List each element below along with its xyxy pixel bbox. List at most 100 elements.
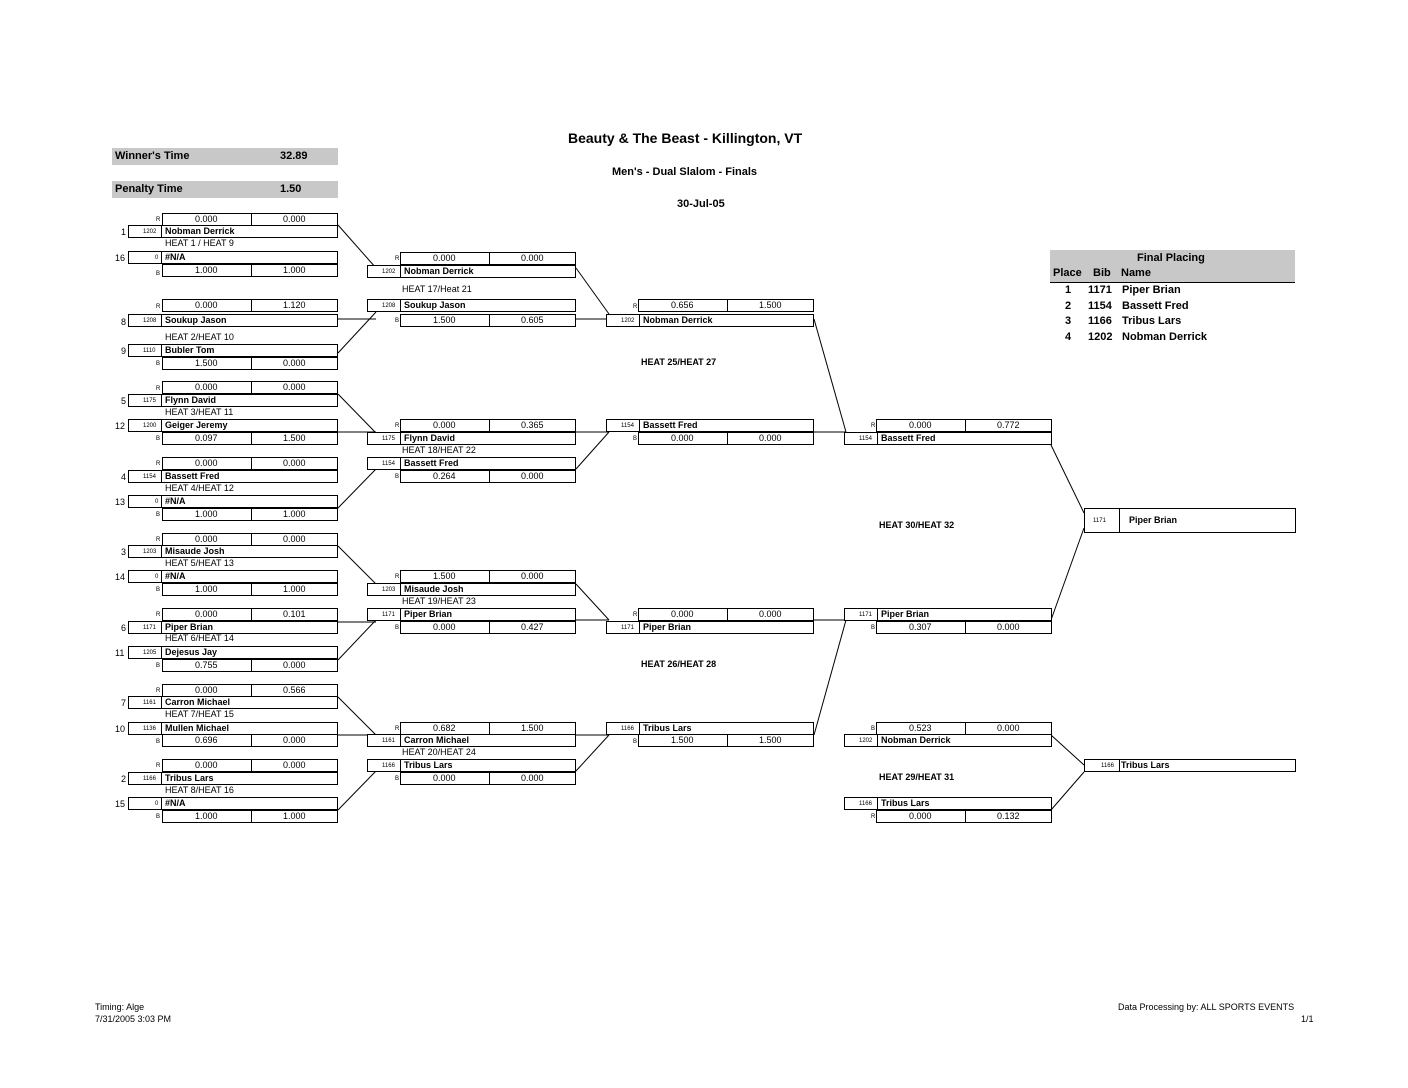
r-label: R bbox=[395, 574, 400, 580]
bib: 1200 bbox=[143, 423, 157, 429]
run-time: 0.000 bbox=[195, 382, 218, 392]
racer-row: 1171 Piper Brian bbox=[128, 621, 338, 634]
third-place-box: 1166 Tribus Lars bbox=[1084, 759, 1296, 772]
racer-row: 1202 Nobman Derrick bbox=[128, 225, 338, 238]
final-placing-title: Final Placing bbox=[1137, 252, 1205, 264]
b-label: B bbox=[395, 625, 400, 631]
racer-row: 1202 Nobman Derrick bbox=[844, 734, 1052, 747]
penalty-time-label: Penalty Time bbox=[115, 183, 183, 195]
penalty-time-row: Penalty Time 1.50 bbox=[112, 181, 338, 198]
bib: 1154 bbox=[859, 436, 872, 442]
run-time: 1.500 bbox=[671, 735, 694, 745]
seed: 9 bbox=[121, 346, 127, 356]
heat-label: HEAT 5/HEAT 13 bbox=[165, 558, 234, 568]
b-label: B bbox=[156, 739, 161, 745]
bib: 1203 bbox=[382, 587, 396, 593]
bib: 1161 bbox=[143, 700, 156, 706]
place: 4 bbox=[1065, 331, 1072, 343]
b-label: B bbox=[395, 776, 400, 782]
place: 2 bbox=[1065, 300, 1072, 312]
run-time: 0.755 bbox=[195, 660, 218, 670]
racer-row: 1171 Piper Brian bbox=[367, 608, 576, 621]
col-bib: Bib bbox=[1093, 267, 1111, 279]
run-time: 0.000 bbox=[997, 723, 1020, 733]
racer-row: 1171 Piper Brian bbox=[844, 608, 1052, 621]
heat-label: HEAT 2/HEAT 10 bbox=[165, 332, 234, 342]
racer-row: 1203 Misaude Josh bbox=[367, 583, 576, 596]
bib: 1175 bbox=[143, 398, 156, 404]
seed: 13 bbox=[115, 497, 126, 507]
penalty-time-value: 1.50 bbox=[280, 183, 302, 195]
r1-run-times-b: 1.500 0.000 bbox=[162, 357, 338, 370]
bib: 1110 bbox=[143, 348, 156, 354]
racer-name: #N/A bbox=[165, 571, 186, 581]
run-time: 0.000 bbox=[671, 433, 694, 443]
racer-row: 1208 Soukup Jason bbox=[128, 314, 338, 327]
b-label: B bbox=[633, 739, 638, 745]
r2-run-times-b: 1.500 0.605 bbox=[400, 314, 576, 327]
run-time: 0.696 bbox=[195, 735, 218, 745]
run-time: 1.500 bbox=[195, 358, 218, 368]
run-time: 0.000 bbox=[521, 773, 544, 783]
r-label: R bbox=[156, 386, 161, 392]
r-label: R bbox=[395, 423, 400, 429]
bib: 1166 bbox=[1088, 315, 1112, 327]
r2-run-times-a: 0.000 0.365 bbox=[400, 419, 576, 432]
run-time: 0.000 bbox=[283, 735, 306, 745]
bib: 1154 bbox=[143, 474, 156, 480]
r-label: R bbox=[395, 726, 400, 732]
heat-label: HEAT 17/Heat 21 bbox=[402, 284, 472, 294]
run-time: 0.000 bbox=[759, 433, 782, 443]
r1-run-times-b: 1.000 1.000 bbox=[162, 508, 338, 521]
b-label: B bbox=[156, 814, 161, 820]
run-time: 0.000 bbox=[671, 609, 694, 619]
bib: 1202 bbox=[621, 318, 635, 324]
racer-row: 1200 Geiger Jeremy bbox=[128, 419, 338, 432]
run-time: 0.000 bbox=[283, 382, 306, 392]
run-time: 0.000 bbox=[433, 622, 456, 632]
racer-row: 1175 Flynn David bbox=[367, 432, 576, 445]
racer-name: Nobman Derrick bbox=[404, 266, 474, 276]
r-label: R bbox=[156, 763, 161, 769]
racer-row: 1175 Flynn David bbox=[128, 394, 338, 407]
r2-run-times-a: 1.500 0.000 bbox=[400, 570, 576, 583]
racer-row: 0 #N/A bbox=[128, 495, 338, 508]
run-time: 1.000 bbox=[283, 584, 306, 594]
seed: 15 bbox=[115, 799, 126, 809]
racer-name: Bassett Fred bbox=[165, 471, 220, 481]
bib: 0 bbox=[155, 574, 159, 580]
run-time: 1.000 bbox=[283, 811, 306, 821]
r-label: R bbox=[633, 304, 638, 310]
run-time: 1.000 bbox=[195, 811, 218, 821]
heat-label: HEAT 8/HEAT 16 bbox=[165, 785, 234, 795]
racer-name: Bassett Fred bbox=[404, 458, 459, 468]
r-label: R bbox=[156, 688, 161, 694]
winners-time-value: 32.89 bbox=[280, 150, 308, 162]
r-label: R bbox=[156, 612, 161, 618]
racer-row: 1166 Tribus Lars bbox=[128, 772, 338, 785]
racer-name: #N/A bbox=[165, 496, 186, 506]
run-time: 0.000 bbox=[195, 300, 218, 310]
racer-name: Bassett Fred bbox=[881, 433, 936, 443]
heat-label: HEAT 29/HEAT 31 bbox=[879, 772, 955, 782]
bib: 1175 bbox=[382, 436, 395, 442]
r-label: R bbox=[156, 537, 161, 543]
final-placing-header: Final Placing Place Bib Name bbox=[1050, 250, 1295, 283]
seed: 3 bbox=[121, 547, 127, 557]
run-time: 0.000 bbox=[521, 571, 544, 581]
bib: 0 bbox=[155, 499, 159, 505]
run-time: 0.772 bbox=[997, 420, 1020, 430]
r1-run-times-a: 0.000 0.000 bbox=[162, 759, 338, 772]
bib: 1202 bbox=[1088, 331, 1113, 343]
seed: 6 bbox=[121, 623, 127, 633]
b-label: B bbox=[395, 474, 400, 480]
r1-run-times-b: 0.097 1.500 bbox=[162, 432, 338, 445]
seed: 11 bbox=[115, 648, 125, 658]
winners-time-row: Winner's Time 32.89 bbox=[112, 148, 338, 165]
run-time: 1.120 bbox=[283, 300, 306, 310]
run-time: 0.000 bbox=[195, 685, 218, 695]
run-time: 0.000 bbox=[521, 471, 544, 481]
run-time: 0.132 bbox=[997, 811, 1020, 821]
bib: 1154 bbox=[382, 461, 395, 467]
run-time: 0.000 bbox=[521, 253, 544, 263]
